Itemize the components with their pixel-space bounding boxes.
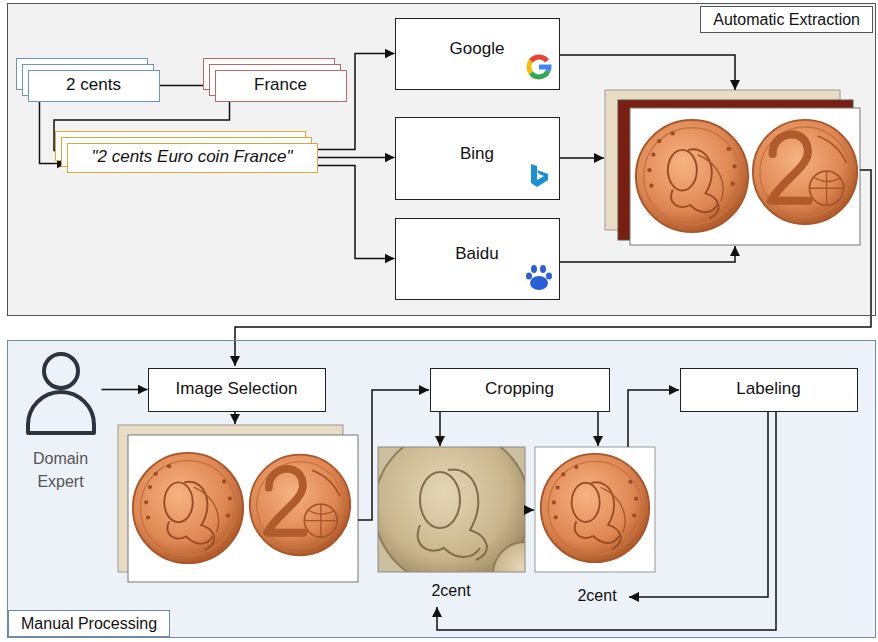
connector-arrow [318,166,395,259]
selected-images [133,453,243,563]
panel-ground [7,340,876,638]
actor-label-box: Domain Expert [22,447,100,493]
actor-icon: Domain Expert [20,345,102,495]
image-label: 2cent [431,582,470,600]
section-panel: 2 cents France "2 cents Euro coin France" G… [7,3,876,316]
image-label: 2cent [577,587,616,605]
cropped-image [535,447,655,572]
selected-images [250,455,351,556]
term-box: France [215,70,347,102]
panel-ground [7,3,876,316]
flow-line [560,55,735,90]
flow-line [439,412,441,446]
google-logo [525,53,553,85]
cropped-image [535,447,655,572]
box-label: Cropping [485,379,554,399]
panel-title-box: Automatic Extraction [700,6,873,33]
cropped-image [493,542,525,572]
stack-front: France [215,70,347,102]
connector-arrow [102,389,148,391]
cropped-image [541,454,649,562]
stack-front: 2 cents [28,70,160,102]
baidu-logo [525,263,553,295]
cropped-image [420,472,460,528]
flow-line [235,55,871,630]
flow-line [560,157,604,159]
box-label: 2 cents [66,75,121,95]
box-label: Google [450,39,505,59]
search-engine-box: Baidu [395,218,560,300]
stack-front: "2 cents Euro coin France" [67,143,318,173]
selected-images [128,435,358,582]
process-box: Cropping [430,368,610,412]
connector-arrow [318,157,395,159]
cropped-image [448,470,487,560]
box-label: "2 cents Euro coin France" [91,147,292,167]
bing-logo [525,161,553,195]
flow-line [437,412,776,630]
flow-line [234,412,236,424]
term-box: 2 cents [28,70,160,102]
panel-title-box: Manual Processing [8,610,170,637]
search-result-images [636,120,748,232]
flow-line [525,509,534,511]
cropped-image [418,525,480,557]
flow-line [560,246,735,262]
search-engine-box: Google [395,18,560,90]
box-label: France [254,75,307,95]
image-frame [378,447,525,572]
box-label: Bing [460,144,494,164]
flow-line [629,412,768,597]
actor-label: Domain Expert [22,447,100,493]
query-box: "2 cents Euro coin France" [67,143,318,173]
panel-title: Manual Processing [21,614,157,633]
flow-line [358,390,429,520]
process-box: Image Selection [148,368,326,412]
cropped-image [378,447,525,572]
box-label: Labeling [736,379,800,399]
panel-title: Automatic Extraction [713,10,860,29]
box-label: Image Selection [176,379,298,399]
selected-images [118,425,358,582]
person-icon [20,345,102,437]
flow-line [628,390,679,447]
process-box: Labeling [680,368,858,412]
search-engine-box: Bing [395,117,560,200]
flow-line [597,412,599,446]
box-label: Baidu [455,244,498,264]
search-result-images [630,108,860,245]
search-result-images [605,90,860,245]
search-result-images [753,120,857,224]
